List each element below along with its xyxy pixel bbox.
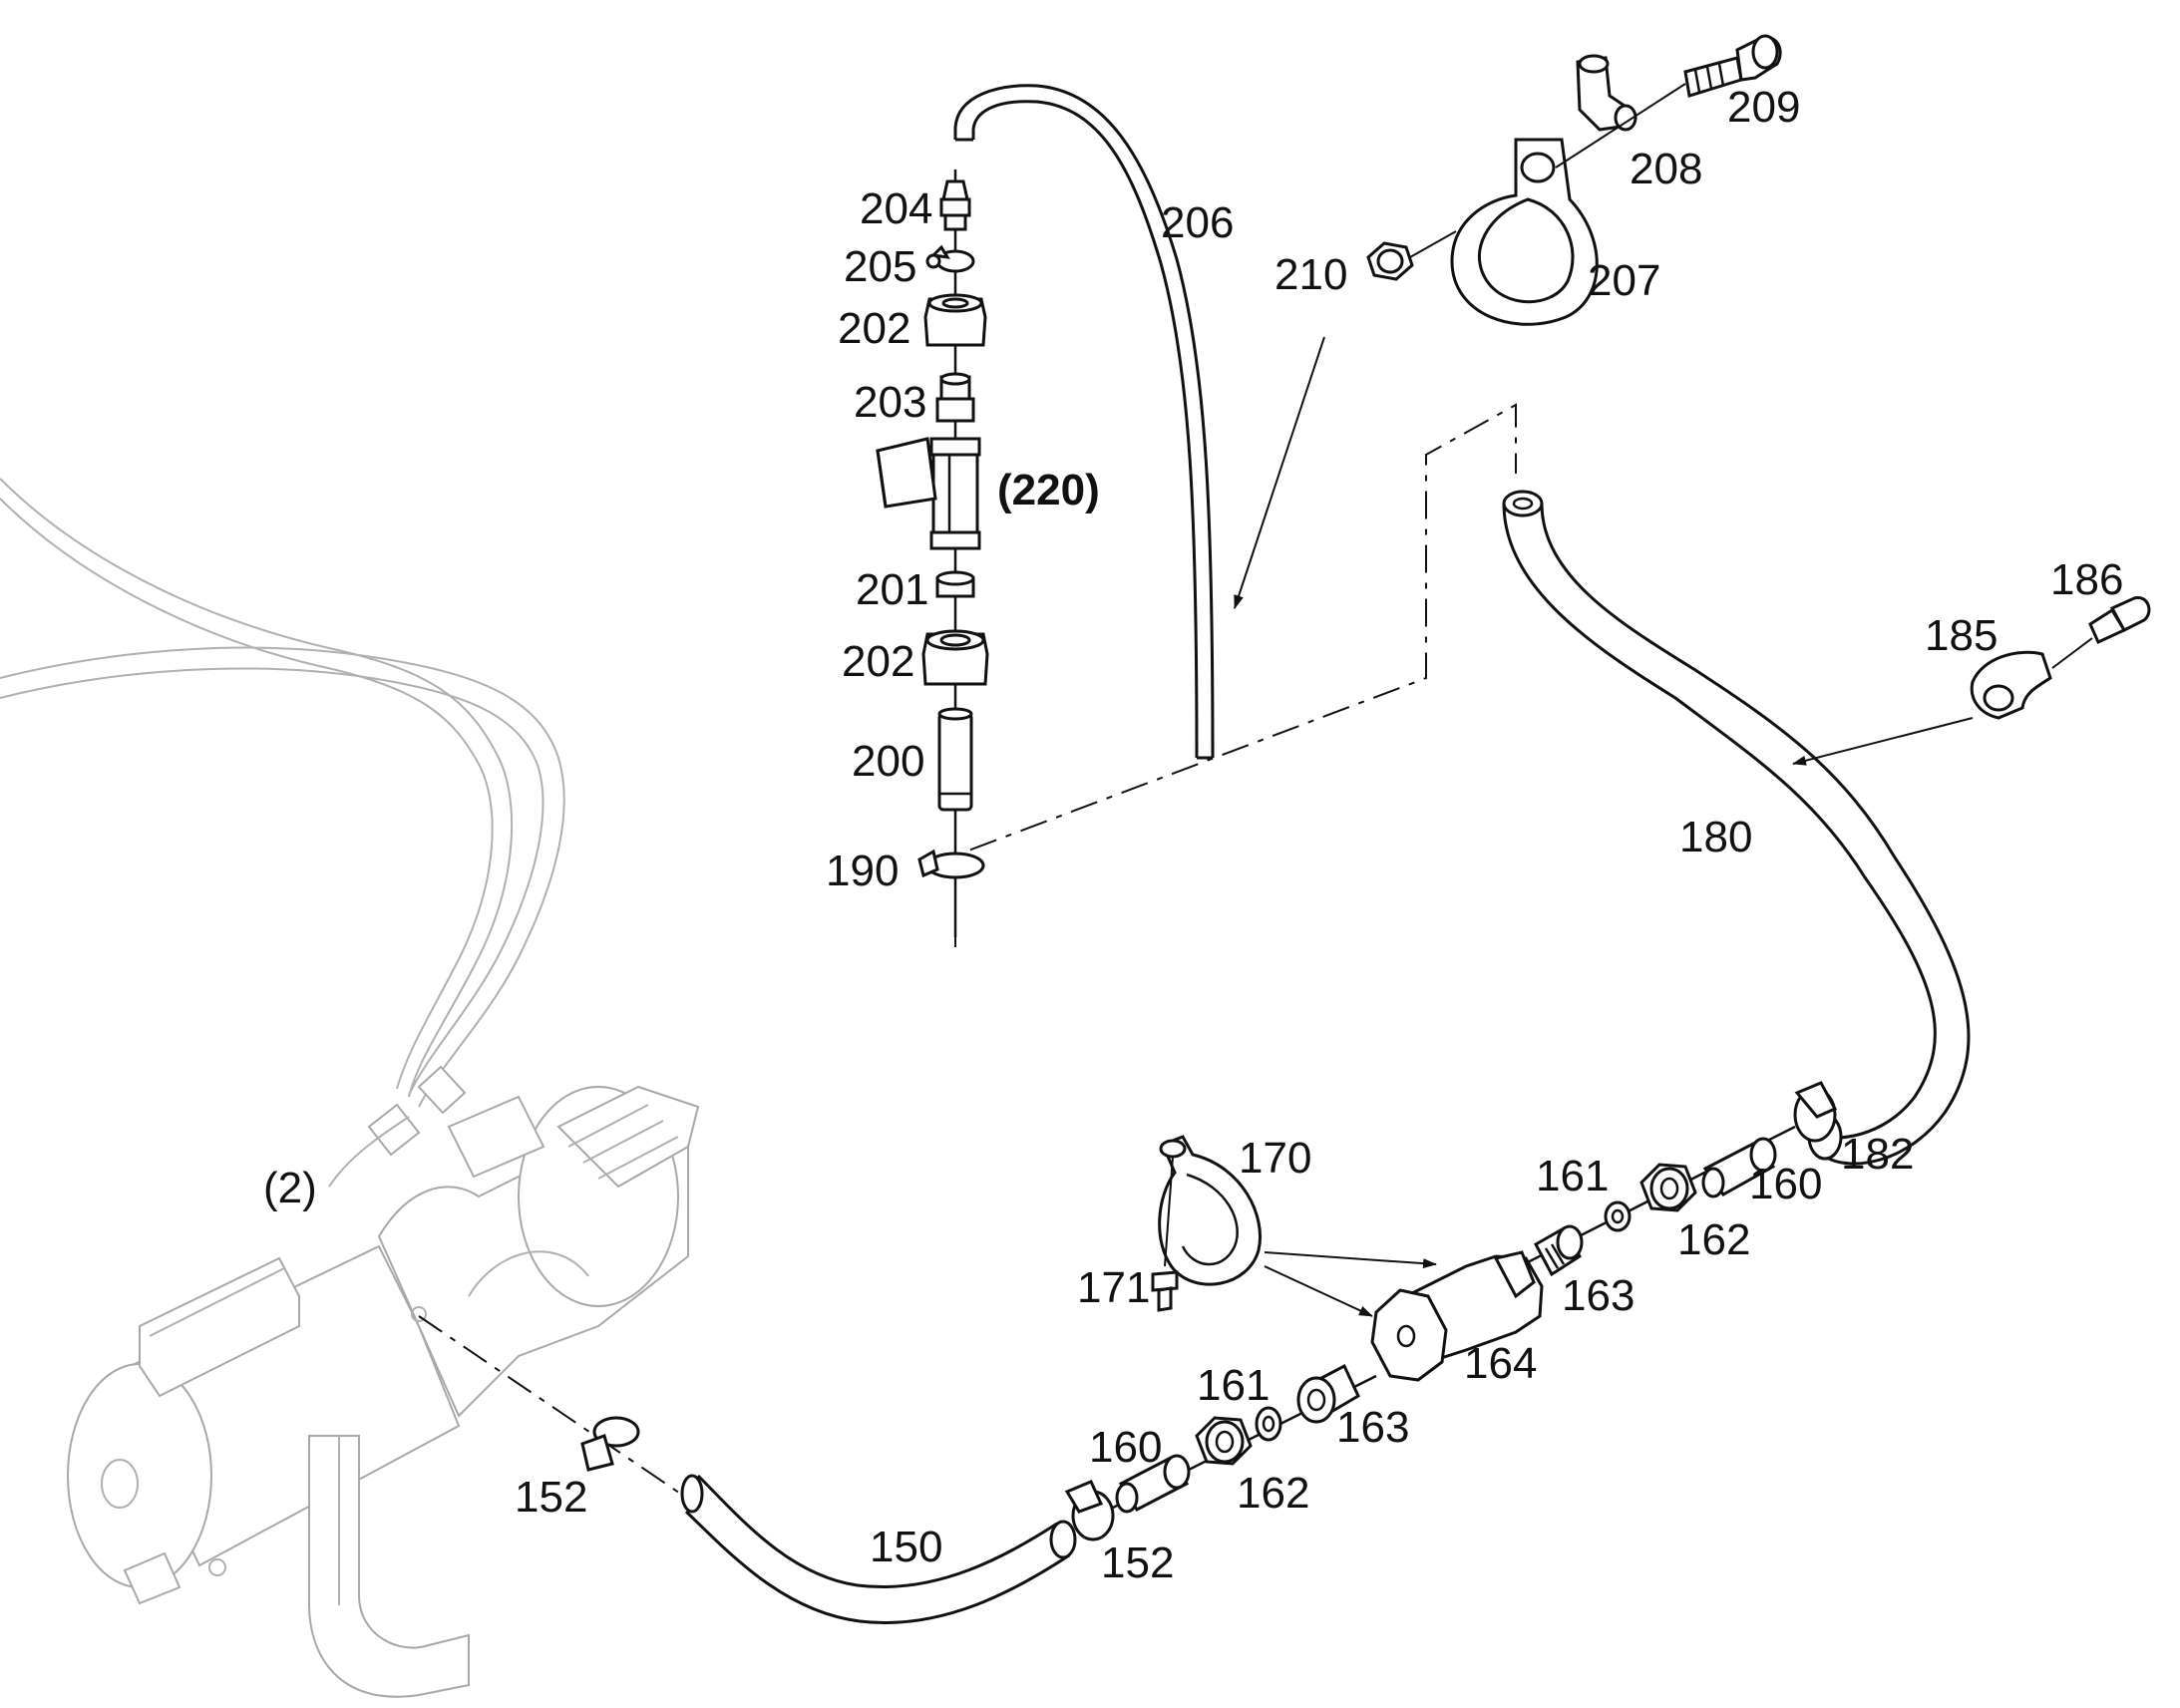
part-207-clamp [1450,138,1599,326]
part-152-upper [580,1416,640,1472]
part-161-lower [1255,1406,1282,1442]
label-180: 180 [1679,813,1752,861]
label-204: 204 [860,184,932,233]
label-207: 207 [1588,256,1660,305]
label-2: (2) [263,1164,317,1212]
label-190: 190 [826,847,899,895]
label-200: 200 [852,737,924,786]
leader-207-to-206 [1234,336,1325,609]
label-163-upper: 163 [1562,1271,1635,1320]
label-163-lower: 163 [1336,1403,1409,1452]
heater-unit-drawing [0,478,700,1698]
label-162-upper: 162 [1677,1215,1750,1264]
part-150-hose [696,1474,1058,1588]
leader-170-b [1264,1265,1373,1317]
label-202-lower: 202 [842,637,914,686]
part-162-lower [1195,1416,1253,1466]
part-180-hose [1502,503,1937,1140]
fitting-stack [876,170,989,937]
label-186: 186 [2050,555,2123,604]
part-202-upper [923,293,987,347]
label-209: 209 [1727,83,1800,132]
part-209-screw [1683,34,1782,98]
part-160-lower [1115,1454,1191,1514]
label-220: (220) [997,466,1100,514]
label-171: 171 [1077,1263,1150,1312]
leader-185-to-180 [1792,717,1974,766]
label-152-upper: 152 [515,1473,587,1522]
part-210-nut [1366,241,1414,281]
label-160-lower: 160 [1089,1423,1162,1472]
part-185-clip [1970,650,2052,720]
label-206: 206 [1161,198,1234,247]
part-206-fuel-line [953,84,1215,759]
part-201 [935,570,975,598]
label-170: 170 [1239,1134,1311,1183]
part-171-screw [1151,1270,1179,1312]
label-160-upper: 160 [1749,1160,1822,1208]
label-205: 205 [844,242,916,291]
label-202-upper: 202 [838,304,910,353]
part-190 [917,849,985,879]
label-201: 201 [856,565,928,614]
label-203: 203 [854,378,926,427]
part-170-clamp [1158,1135,1262,1286]
callout-labels: 209 208 204 206 205 210 207 202 203 (220… [263,83,2123,1587]
label-164: 164 [1464,1339,1537,1388]
part-203 [935,372,975,423]
part-186-screw [2088,595,2151,644]
label-185: 185 [1925,611,1998,660]
part-202-lower [921,629,989,686]
part-164-filter [1370,1250,1544,1382]
part-208-clip [1576,54,1637,132]
part-205 [925,244,975,273]
part-162-upper [1639,1163,1697,1212]
label-150: 150 [870,1523,942,1571]
label-161-lower: 161 [1197,1361,1270,1410]
part-163-upper [1533,1224,1584,1277]
part-200 [937,707,973,812]
part-182-clip [1793,1081,1838,1143]
label-208: 208 [1630,145,1702,193]
part-220-valve [876,437,981,550]
label-161-upper: 161 [1536,1152,1609,1200]
part-163-lower [1296,1363,1360,1424]
leader-170-a [1264,1251,1437,1269]
part-152-lower [1064,1480,1115,1541]
label-152-lower: 152 [1101,1538,1174,1587]
part-160-upper [1701,1137,1777,1198]
label-210: 210 [1274,250,1347,299]
part-161-upper [1604,1200,1632,1232]
label-182: 182 [1841,1130,1914,1179]
label-162-lower: 162 [1237,1469,1309,1518]
part-204 [939,179,971,231]
pump-outlet-centerline [418,1315,699,1507]
